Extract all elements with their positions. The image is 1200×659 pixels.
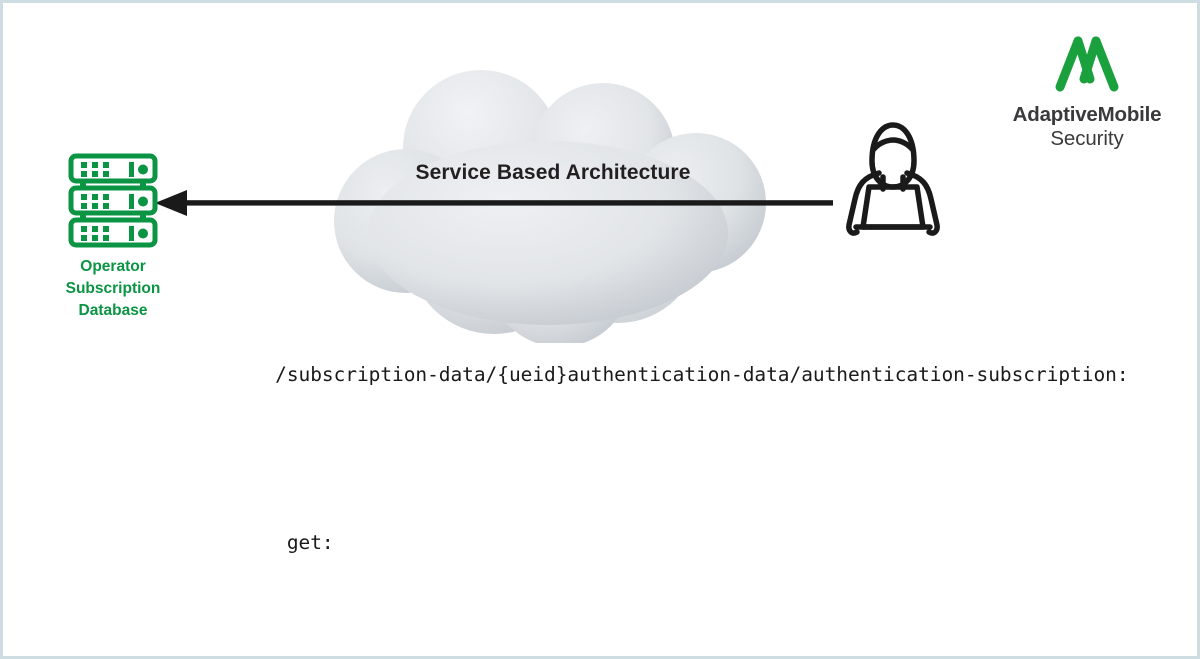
attacker-figure [831, 115, 955, 239]
hooded-hacker-with-laptop-icon [846, 122, 940, 236]
logo-subtitle: Security [1050, 127, 1124, 151]
logo-name: AdaptiveMobile [1012, 103, 1162, 126]
api-payload-code-block: /subscription-data/{ueid}authentication-… [205, 257, 1185, 656]
cloud-title: Service Based Architecture [415, 161, 691, 184]
database-label-line-1: Operator [80, 258, 146, 275]
database-label: Operator Subscription Database [49, 256, 177, 322]
code-line-path: /subscription-data/{ueid}authentication-… [205, 324, 1185, 425]
database-label-line-2: Subscription [65, 280, 161, 297]
server-rack-icon [68, 153, 158, 248]
attack-flow-arrow [153, 189, 833, 217]
operator-subscription-database: Operator Subscription Database [49, 151, 177, 322]
adaptivemobile-logo: AdaptiveMobile Security [998, 29, 1176, 152]
code-line-get: get: [205, 492, 1185, 593]
database-label-line-3: Database [78, 302, 148, 319]
left-arrow-icon [155, 190, 833, 216]
code-text: get: [275, 530, 334, 554]
adaptivemobile-m-logo-icon [1055, 36, 1119, 92]
code-text: /subscription-data/{ueid}authentication-… [275, 362, 1129, 386]
